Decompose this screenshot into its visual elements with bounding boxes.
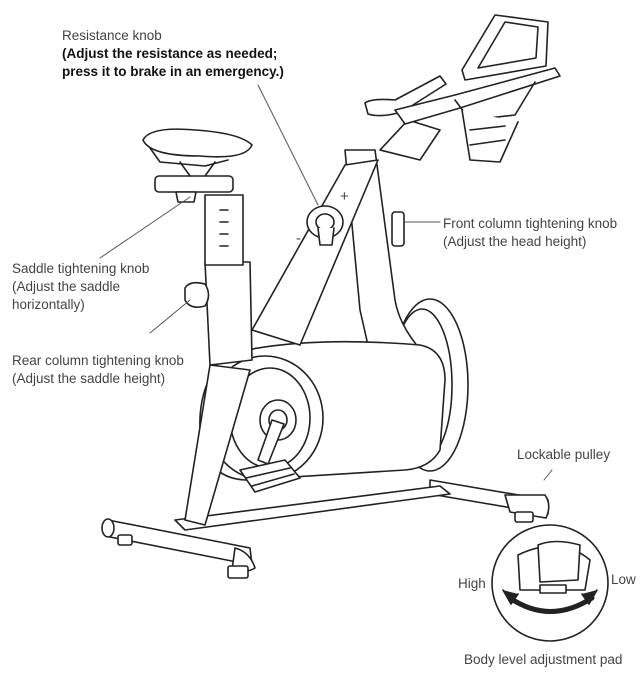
resistance-knob-title: Resistance knob xyxy=(62,28,162,43)
rear-column-knob-note: (Adjust the saddle height) xyxy=(12,371,166,386)
rear-base-leg xyxy=(101,518,256,579)
lockable-pulley-label: Lockable pulley xyxy=(517,447,611,462)
front-column-knob-title: Front column tightening knob xyxy=(443,216,618,231)
front-column-knob-note: (Adjust the head height) xyxy=(443,234,587,249)
leader-lines xyxy=(99,84,553,481)
pad-detail xyxy=(491,524,609,642)
plus-sign: + xyxy=(340,188,349,205)
rear-column-knob-title: Rear column tightening knob xyxy=(12,353,184,368)
saddle-knob-title: Saddle tightening knob xyxy=(12,261,150,276)
resistance-knob xyxy=(306,205,344,246)
saddle xyxy=(142,128,253,177)
adjustment-pad-label: Body level adjustment pad xyxy=(464,652,623,667)
saddle-knob-note-line2: horizontally) xyxy=(12,297,85,312)
crank-and-pedal xyxy=(239,419,301,493)
saddle-knob-note-line1: (Adjust the saddle xyxy=(12,279,121,294)
low-label: Low xyxy=(611,572,636,587)
rear-column xyxy=(184,159,379,526)
high-label: High xyxy=(458,576,486,591)
handlebar xyxy=(364,14,561,163)
front-base-leg xyxy=(429,479,550,523)
minus-sign: - xyxy=(296,230,301,247)
saddle-post xyxy=(154,175,244,266)
resistance-knob-note-line2: press it to brake in an emergency.) xyxy=(62,64,284,79)
base-rail xyxy=(174,485,451,531)
resistance-knob-note-line1: (Adjust the resistance as needed; xyxy=(62,46,278,61)
saddle-knob xyxy=(184,281,210,308)
